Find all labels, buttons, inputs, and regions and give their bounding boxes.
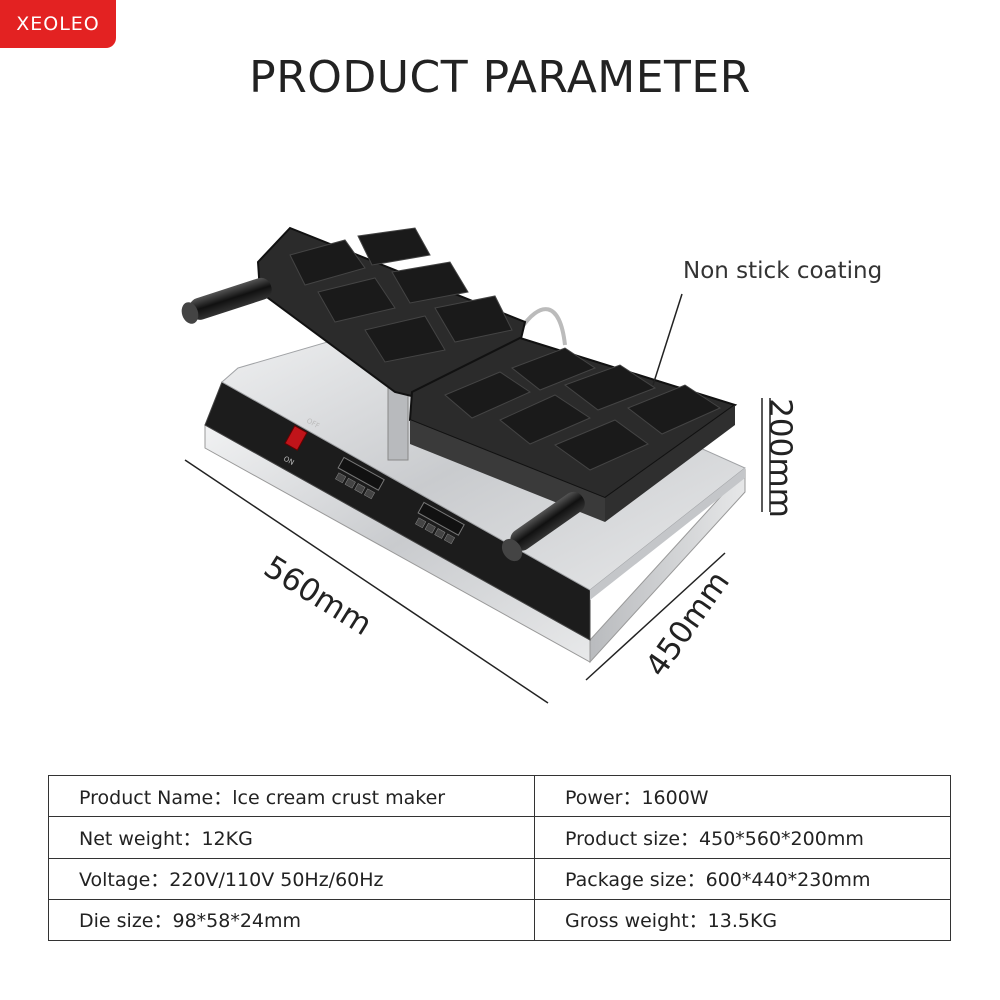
dim-line-450	[585, 552, 726, 681]
lower-handle	[501, 491, 585, 562]
cable	[518, 307, 567, 346]
param-cell: Gross weight：13.5KG	[534, 898, 951, 942]
table-row: Product Name：lce cream crust maker Power…	[48, 774, 951, 818]
param-cell: Product size：450*560*200mm	[534, 816, 951, 859]
table-row: Die size：98*58*24mm Gross weight：13.5KG	[48, 898, 951, 942]
machine-base-side	[589, 468, 746, 664]
param-cell: Voltage：220V/110V 50Hz/60Hz	[48, 857, 535, 900]
dim-line-560	[184, 459, 549, 704]
display-right	[415, 501, 465, 545]
callout-label: Non stick coating	[683, 258, 883, 284]
param-cell: Power：1600W	[534, 774, 951, 818]
param-cell: Package size：600*440*230mm	[534, 857, 951, 900]
upper-handle	[181, 277, 272, 324]
callout-line	[652, 293, 683, 386]
param-cell: Net weight：12KG	[48, 816, 535, 859]
lower-plate-molds	[444, 347, 722, 471]
brand-logo: XEOLEO	[0, 0, 116, 48]
power-switch	[284, 425, 308, 451]
waffle-machine-drawing: OFF ON	[181, 226, 771, 704]
page-title: PRODUCT PARAMETER	[249, 52, 751, 103]
display-left	[335, 456, 385, 500]
dimension-height-label: 200mm	[761, 398, 798, 518]
param-cell: Product Name：lce cream crust maker	[48, 774, 535, 818]
upper-plate-molds	[289, 227, 513, 363]
parameter-table: Product Name：lce cream crust maker Power…	[48, 774, 951, 942]
table-row: Voltage：220V/110V 50Hz/60Hz Package size…	[48, 857, 951, 900]
table-row: Net weight：12KG Product size：450*560*200…	[48, 816, 951, 859]
param-cell: Die size：98*58*24mm	[48, 898, 535, 942]
product-illustration: OFF ON	[181, 226, 883, 704]
